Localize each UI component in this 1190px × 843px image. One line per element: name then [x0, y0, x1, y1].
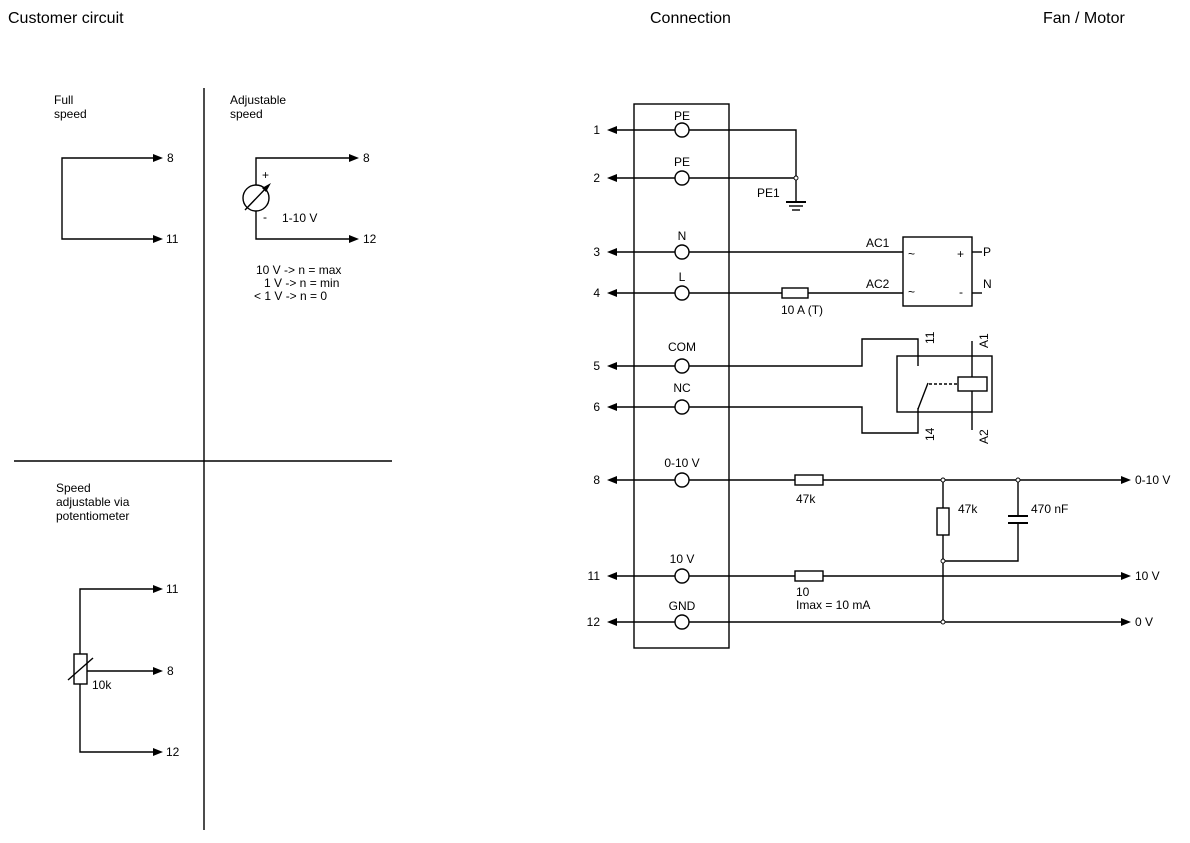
relay-pin-14: 14	[923, 427, 937, 441]
terminal-number: 12	[587, 615, 601, 629]
supply-resistor-icon	[794, 570, 824, 582]
terminal-3: 3 N	[593, 229, 690, 260]
ground-icon	[786, 201, 806, 211]
full-speed-pin-8: 8	[167, 151, 174, 165]
adjustable-speed-title: Adjustable	[230, 93, 286, 107]
potentiometer-value: 10k	[92, 678, 112, 692]
imax-label: Imax = 10 mA	[796, 598, 870, 612]
ac2-label: AC2	[866, 277, 890, 291]
relay-contact	[917, 382, 929, 410]
ground-circuit: 0 V	[689, 615, 1153, 629]
full-speed-circuit: Full speed 8 11	[54, 93, 179, 246]
terminal-label: GND	[669, 599, 696, 613]
terminal-number: 8	[593, 473, 600, 487]
capacitor-label: 470 nF	[1031, 502, 1068, 516]
potentiometer-pin-11: 11	[166, 582, 179, 596]
relay-pin-a2: A2	[977, 429, 991, 444]
adjustable-speed-pin-12: 12	[363, 232, 377, 246]
fan-motor-header: Fan / Motor	[1043, 10, 1125, 27]
potentiometer-pin-12: 12	[166, 745, 180, 759]
full-speed-title: speed	[54, 107, 87, 121]
terminal-label: NC	[673, 381, 691, 395]
terminal-number: 3	[593, 245, 600, 259]
potentiometer-title: potentiometer	[56, 509, 129, 523]
terminal-2: 2 PE	[593, 155, 690, 186]
shunt-resistor-label: 47k	[958, 502, 978, 516]
terminal-8: 8 0-10 V	[593, 456, 700, 488]
potentiometer-pin-8: 8	[167, 664, 174, 678]
rectifier-minus: -	[959, 285, 963, 299]
speed-note: < 1 V -> n = 0	[254, 289, 327, 303]
relay-pin-11: 11	[923, 331, 937, 344]
relay-pin-a1: A1	[977, 333, 991, 348]
terminal-number: 6	[593, 400, 600, 414]
terminal-1: 1 PE	[593, 109, 690, 138]
relay-coil-icon	[957, 376, 988, 392]
terminal-label: L	[679, 270, 686, 284]
terminal-label: PE	[674, 109, 690, 123]
protective-earth-wiring: PE1	[689, 129, 806, 211]
series-resistor-label: 47k	[796, 492, 816, 506]
pe1-label: PE1	[757, 186, 780, 200]
ac1-label: AC1	[866, 236, 890, 250]
terminal-label: PE	[674, 155, 690, 169]
fuse-label: 10 A (T)	[781, 303, 823, 317]
potentiometer-circuit: Speed adjustable via potentiometer 10k 1…	[56, 481, 180, 759]
full-speed-pin-11: 11	[166, 232, 179, 246]
rectifier-circuit: 10 A (T) AC1 AC2 ~ ~ + - P N	[689, 236, 992, 317]
speed-note: 10 V -> n = max	[256, 263, 341, 277]
rectifier-ac-bottom: ~	[908, 285, 915, 299]
terminal-label: COM	[668, 340, 696, 354]
fuse-icon	[781, 287, 809, 299]
output-n-label: N	[983, 277, 992, 291]
output-p-label: P	[983, 245, 991, 259]
terminal-4: 4 L	[593, 270, 690, 301]
potentiometer-title: Speed	[56, 481, 91, 495]
rectifier-ac-top: ~	[908, 247, 915, 261]
terminal-label: N	[678, 229, 687, 243]
shunt-resistor-icon	[936, 507, 950, 536]
voltage-range-label: 1-10 V	[282, 211, 317, 225]
terminal-number: 2	[593, 171, 600, 185]
relay-circuit: 11 14 A1 A2	[689, 331, 993, 444]
adjustable-speed-title: speed	[230, 107, 263, 121]
terminal-label: 0-10 V	[664, 456, 699, 470]
supply-resistor-label: 10	[796, 585, 810, 599]
terminal-block	[633, 103, 730, 649]
terminal-12: 12 GND	[587, 599, 696, 630]
output-supply-label: 10 V	[1135, 569, 1160, 583]
relay-housing	[896, 355, 993, 413]
connection-header: Connection	[650, 10, 731, 27]
terminal-number: 4	[593, 286, 600, 300]
output-signal-label: 0-10 V	[1135, 473, 1170, 487]
series-resistor-icon	[794, 474, 824, 486]
terminal-number: 1	[593, 123, 600, 137]
speed-note: 1 V -> n = min	[264, 276, 339, 290]
adjustable-speed-circuit: Adjustable speed + - 1-10 V 8 12 10 V ->…	[230, 93, 377, 303]
terminal-5: 5 COM	[593, 340, 696, 374]
signal-circuit: 47k 47k 470 nF 0-10 V	[689, 473, 1170, 622]
terminal-number: 11	[588, 569, 601, 583]
output-ground-label: 0 V	[1135, 615, 1153, 629]
rectifier-plus: +	[957, 247, 964, 261]
voltage-plus-sign: +	[262, 168, 269, 182]
voltage-minus-sign: -	[263, 210, 267, 224]
terminal-number: 5	[593, 359, 600, 373]
rectifier-icon	[902, 236, 973, 307]
full-speed-title: Full	[54, 93, 73, 107]
adjustable-speed-pin-8: 8	[363, 151, 370, 165]
terminal-label: 10 V	[670, 552, 695, 566]
potentiometer-title: adjustable via	[56, 495, 130, 509]
terminal-6: 6 NC	[593, 381, 691, 415]
terminal-11: 11 10 V	[588, 552, 695, 584]
customer-circuit-header: Customer circuit	[8, 10, 124, 27]
supply-circuit: 10 Imax = 10 mA 10 V	[689, 569, 1160, 612]
